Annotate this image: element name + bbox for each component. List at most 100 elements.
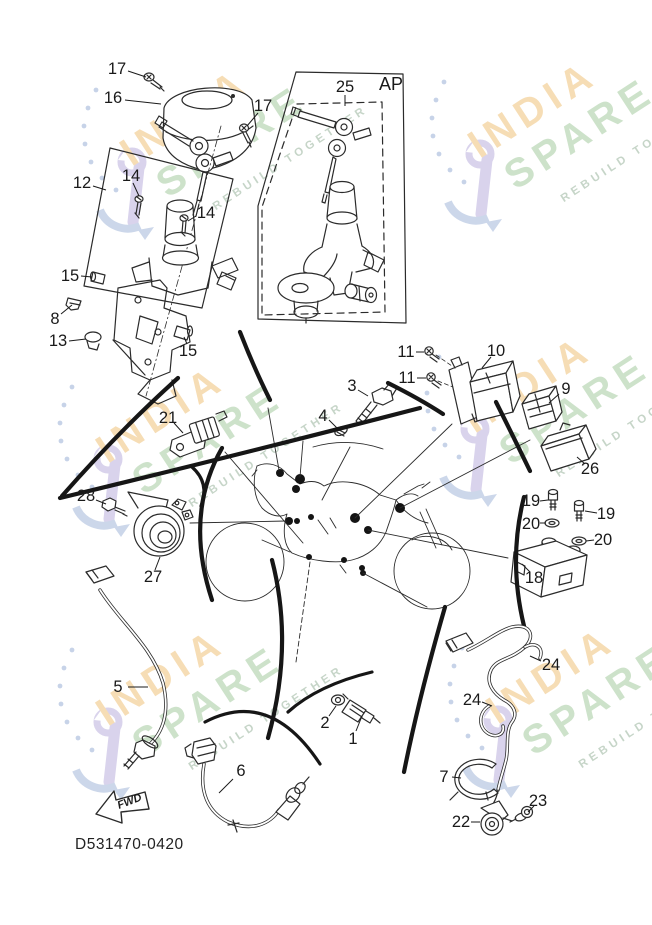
callout-leader-24 <box>481 701 493 707</box>
callout-label-11: 11 <box>397 343 414 361</box>
callout-label-23: 23 <box>529 792 547 810</box>
callout-leader-19 <box>584 510 598 514</box>
washer-20-right <box>571 536 587 546</box>
callout-leader-7 <box>451 776 462 779</box>
washer-20-left <box>544 518 560 528</box>
callout-label-2: 2 <box>320 714 329 732</box>
callout-label-20: 20 <box>522 515 540 533</box>
callout-label-11: 11 <box>398 369 415 387</box>
screw-11-lower <box>426 372 459 390</box>
callout-label-17: 17 <box>108 60 126 78</box>
washer-2 <box>330 694 346 706</box>
callout-label-25: 25 <box>336 78 354 96</box>
callout-label-18: 18 <box>525 569 543 587</box>
ap-box-label: AP <box>379 74 403 94</box>
callout-leader-14 <box>187 215 197 222</box>
callout-leader-8 <box>60 304 73 315</box>
callout-leader-17 <box>246 112 259 127</box>
callout-leader-19 <box>539 499 549 502</box>
bolt-19-left <box>547 488 559 511</box>
callout-label-19: 19 <box>597 505 615 523</box>
callout-label-6: 6 <box>236 762 245 780</box>
callout-label-3: 3 <box>347 377 356 395</box>
callout-label-14: 14 <box>122 167 140 185</box>
callout-label-7: 7 <box>439 768 448 786</box>
callout-leader-12 <box>92 185 107 191</box>
callout-label-27: 27 <box>144 568 162 586</box>
bolt-23 <box>509 805 534 823</box>
ap-key-set <box>290 106 372 204</box>
part-ignition-switch <box>131 199 239 296</box>
callout-label-13: 13 <box>49 332 67 350</box>
key-assembly <box>154 115 234 217</box>
group-separator-curves <box>57 329 533 775</box>
callout-label-21: 21 <box>159 409 177 427</box>
callout-label-28: 28 <box>77 487 95 505</box>
callout-leader-9 <box>548 393 560 404</box>
callout-leader-23 <box>527 805 535 813</box>
part-16-handlebar-cover <box>162 87 257 171</box>
screw-11-upper <box>424 346 453 367</box>
callout-label-4: 4 <box>318 407 327 425</box>
ap-fuel-cap <box>277 272 335 324</box>
callout-leader-18 <box>521 563 531 573</box>
sensor-6-cable <box>184 737 310 833</box>
relay-9 <box>521 385 563 430</box>
callout-label-9: 9 <box>561 380 570 398</box>
ap-ignition-lock <box>303 180 385 296</box>
callout-leader-13 <box>68 338 87 342</box>
switch-1 <box>341 693 381 724</box>
callout-label-17: 17 <box>254 97 272 115</box>
collar-15-lower <box>173 325 194 341</box>
callout-leader-15 <box>183 336 188 345</box>
screw-17-left <box>143 72 165 92</box>
callout-leader-1 <box>355 715 363 732</box>
sensor-5-cable <box>85 565 168 770</box>
sensor-22 <box>480 789 513 836</box>
callout-leader-4 <box>328 419 338 429</box>
callout-leader-3 <box>357 389 369 397</box>
callout-label-19: 19 <box>522 492 540 510</box>
fwd-arrow <box>95 790 150 824</box>
callout-leader-27 <box>154 556 161 571</box>
callout-leader-2 <box>328 705 337 717</box>
callout-label-12: 12 <box>73 174 91 192</box>
callout-leader-17 <box>127 70 147 78</box>
watermark-layer <box>58 5 652 800</box>
callout-label-24: 24 <box>542 656 560 674</box>
callout-leader-20 <box>585 539 595 542</box>
screw-14-right <box>179 214 189 237</box>
callout-label-22: 22 <box>452 813 470 831</box>
relay-10 <box>448 356 521 425</box>
callout-label-5: 5 <box>113 678 122 696</box>
callout-label-16: 16 <box>104 89 122 107</box>
sensor-21 <box>169 410 228 458</box>
grommet-13 <box>84 331 102 351</box>
callout-label-24: 24 <box>463 691 481 709</box>
callout-leader-10 <box>481 356 492 369</box>
callout-leader-28 <box>95 499 107 505</box>
harness-24 <box>445 624 543 792</box>
callout-label-15: 15 <box>179 342 197 360</box>
screw-17-right <box>238 123 252 148</box>
callout-leader-16 <box>124 99 162 105</box>
callout-leader-21 <box>173 422 184 434</box>
bolt-28 <box>101 497 128 517</box>
motorcycle-outline <box>205 463 471 610</box>
callout-leader-6 <box>218 778 234 794</box>
artwork-layer <box>57 71 597 836</box>
part-13-bracket <box>112 279 191 405</box>
location-leader-lines <box>189 407 531 663</box>
callout-label-14: 14 <box>197 204 215 222</box>
callout-label-15: 15 <box>61 267 79 285</box>
horn-27 <box>127 491 194 557</box>
mounting-dots <box>276 469 405 576</box>
relay-26 <box>540 422 597 472</box>
ap-kit-box <box>257 71 407 324</box>
unit-18 <box>510 537 588 598</box>
callout-leader-15 <box>80 275 93 278</box>
callout-label-1: 1 <box>348 730 357 748</box>
callout-leader-14 <box>132 182 140 197</box>
